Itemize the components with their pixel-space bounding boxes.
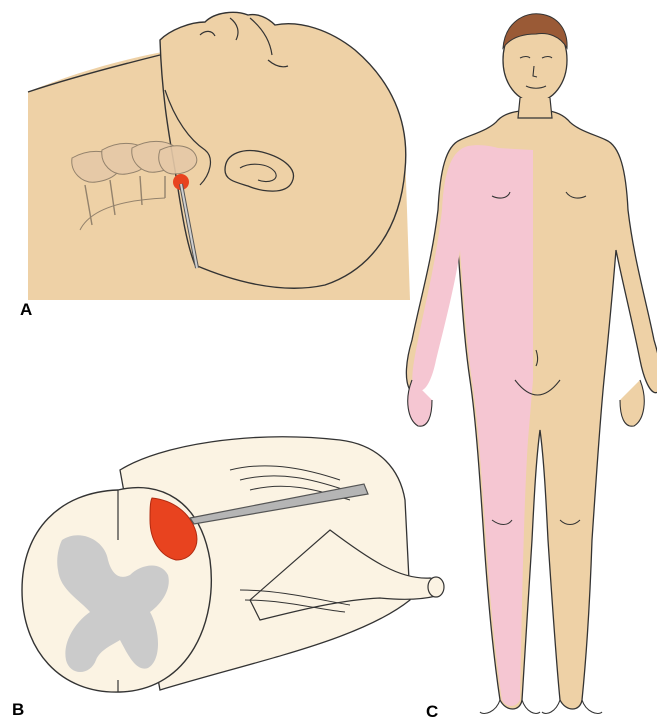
sensory-loss-region [412,145,533,706]
right-hand [620,380,644,426]
panel-b-illustration [22,437,444,692]
panel-label-c: C [426,702,438,722]
feet [480,700,602,714]
head-shape [160,12,406,288]
neck [518,98,552,118]
panel-a-illustration [28,12,410,300]
nerve-root-end [428,577,444,597]
panel-label-b: B [12,700,24,720]
panel-c-illustration [406,14,657,714]
panel-label-a: A [20,300,32,320]
